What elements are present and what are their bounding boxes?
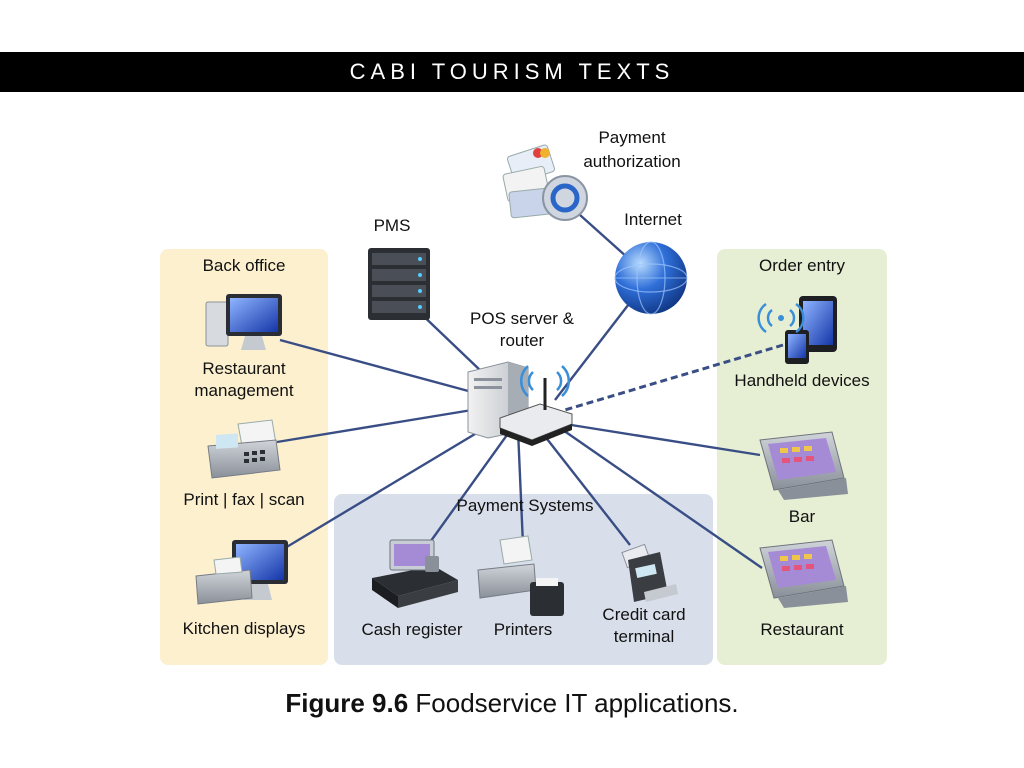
printer-icon bbox=[477, 535, 564, 616]
pos-server-label: POS server & router bbox=[470, 309, 574, 350]
handheld-devices-label: Handheld devices bbox=[734, 371, 870, 390]
link-printers bbox=[516, 429, 525, 546]
link-print-fax bbox=[276, 408, 473, 444]
link-restaurant-mgmt bbox=[279, 338, 473, 394]
header-banner: CABI TOURISM TEXTS bbox=[0, 52, 1024, 92]
figure-number: Figure 9.6 bbox=[285, 688, 409, 718]
payment-authorization-label: Payment authorization bbox=[583, 128, 681, 171]
link-handheld bbox=[564, 343, 784, 412]
router-icon bbox=[499, 365, 573, 446]
figure-caption: Figure 9.6 Foodservice IT applications. bbox=[0, 688, 1024, 719]
desktop-computer-icon bbox=[205, 294, 282, 350]
fax-machine-icon bbox=[207, 419, 281, 479]
link-credit-card bbox=[539, 429, 631, 546]
payment-systems-label: Payment Systems bbox=[456, 496, 594, 515]
link-payment-auth bbox=[579, 214, 629, 259]
server-rack-icon bbox=[368, 248, 430, 320]
print-fax-scan-label: Print | fax | scan bbox=[183, 490, 305, 509]
globe-icon bbox=[614, 241, 688, 315]
header-title: CABI TOURISM TEXTS bbox=[349, 59, 675, 84]
pms-label: PMS bbox=[373, 216, 411, 235]
bar-pos-terminal-icon bbox=[759, 431, 848, 500]
kitchen-display-icon bbox=[195, 540, 288, 605]
restaurant-label: Restaurant bbox=[760, 620, 844, 639]
link-kitchen bbox=[284, 423, 491, 550]
cash-register-icon bbox=[372, 539, 458, 608]
order-entry-label: Order entry bbox=[759, 256, 845, 275]
figure-caption-text: Foodservice IT applications. bbox=[415, 688, 739, 718]
link-cash-register bbox=[427, 427, 513, 546]
bar-label: Bar bbox=[788, 507, 816, 526]
kitchen-displays-label: Kitchen displays bbox=[182, 619, 306, 638]
card-terminal-icon bbox=[621, 543, 678, 602]
link-restaurant bbox=[559, 427, 763, 569]
credit-cards-icon bbox=[502, 144, 588, 221]
credit-card-terminal-label: Credit card terminal bbox=[602, 605, 686, 646]
connector-lines bbox=[276, 214, 784, 569]
cash-register-label: Cash register bbox=[361, 620, 463, 639]
restaurant-pos-terminal-icon bbox=[759, 539, 848, 608]
printers-label: Printers bbox=[493, 620, 553, 639]
restaurant-management-label: Restaurant management bbox=[194, 359, 294, 400]
handheld-devices-icon bbox=[757, 296, 837, 364]
internet-label: Internet bbox=[624, 210, 682, 229]
link-bar bbox=[564, 422, 761, 457]
back-office-label: Back office bbox=[202, 256, 286, 275]
